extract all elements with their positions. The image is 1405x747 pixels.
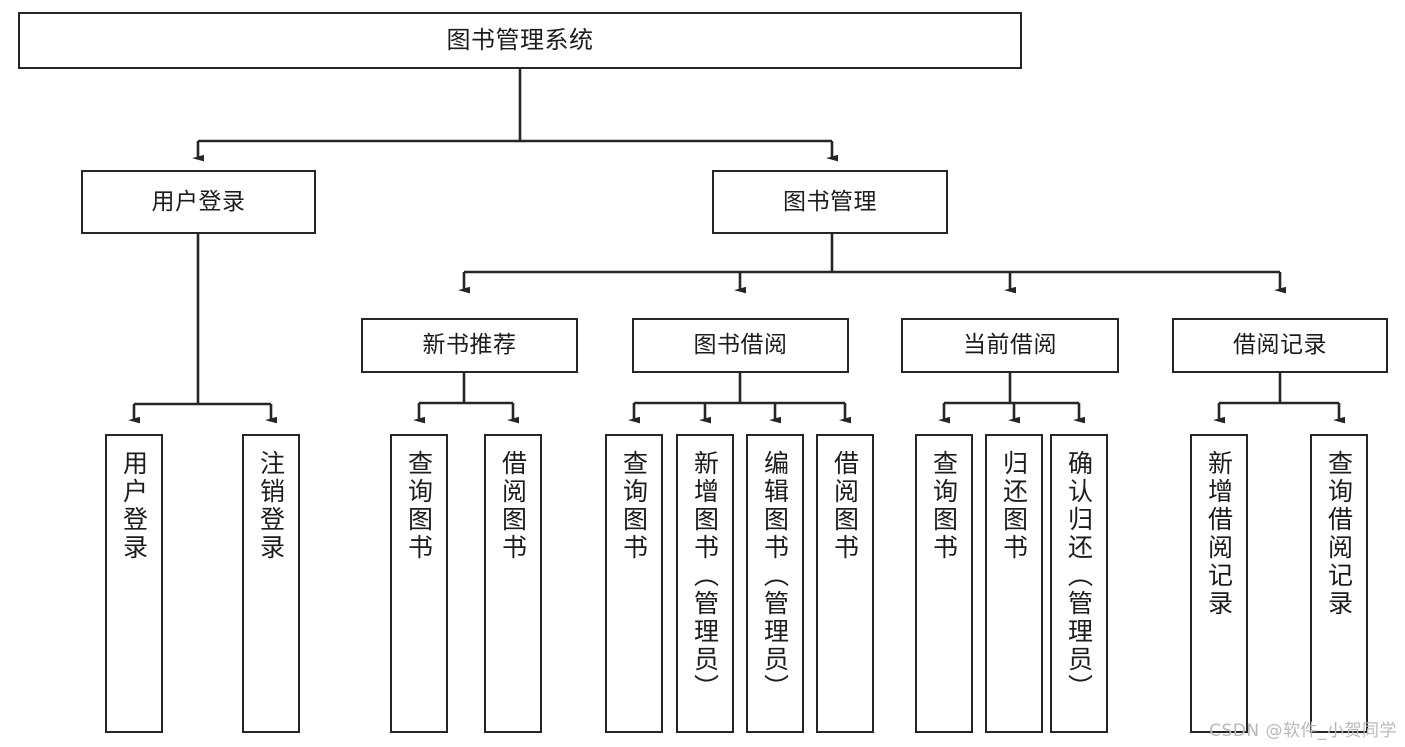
leaf-new-book-borrow[interactable]: 借阅图书 bbox=[484, 434, 542, 733]
node-book-borrow[interactable]: 图书借阅 bbox=[632, 318, 849, 373]
leaf-user-login-logout-label: 注销登录 bbox=[256, 450, 286, 562]
node-user-login-label: 用户登录 bbox=[151, 188, 246, 215]
leaf-book-borrow-query[interactable]: 查询图书 bbox=[605, 434, 663, 733]
node-current-borrow[interactable]: 当前借阅 bbox=[901, 318, 1119, 373]
leaf-book-borrow-edit-label: 编辑图书（管理员） bbox=[760, 450, 790, 702]
node-user-login[interactable]: 用户登录 bbox=[81, 170, 316, 234]
leaf-current-borrow-confirm[interactable]: 确认归还（管理员） bbox=[1050, 434, 1108, 733]
leaf-current-borrow-confirm-label: 确认归还（管理员） bbox=[1064, 450, 1094, 702]
leaf-borrow-record-query[interactable]: 查询借阅记录 bbox=[1310, 434, 1368, 733]
leaf-book-borrow-borrow[interactable]: 借阅图书 bbox=[816, 434, 874, 733]
leaf-book-borrow-add-label: 新增图书（管理员） bbox=[690, 450, 720, 702]
leaf-new-book-borrow-label: 借阅图书 bbox=[498, 450, 528, 562]
leaf-book-borrow-query-label: 查询图书 bbox=[619, 450, 649, 562]
node-root-system[interactable]: 图书管理系统 bbox=[18, 12, 1022, 69]
node-book-management-label: 图书管理 bbox=[783, 188, 877, 215]
leaf-user-login-login[interactable]: 用户登录 bbox=[105, 434, 163, 733]
node-book-management[interactable]: 图书管理 bbox=[712, 170, 948, 234]
leaf-book-borrow-edit[interactable]: 编辑图书（管理员） bbox=[746, 434, 804, 733]
leaf-user-login-logout[interactable]: 注销登录 bbox=[242, 434, 300, 733]
leaf-new-book-query-label: 查询图书 bbox=[404, 450, 434, 562]
leaf-user-login-login-label: 用户登录 bbox=[119, 450, 149, 562]
node-new-book-recommend-label: 新书推荐 bbox=[422, 332, 517, 359]
leaf-current-borrow-query[interactable]: 查询图书 bbox=[915, 434, 973, 733]
leaf-book-borrow-borrow-label: 借阅图书 bbox=[830, 450, 860, 562]
node-current-borrow-label: 当前借阅 bbox=[963, 332, 1057, 359]
leaf-book-borrow-add[interactable]: 新增图书（管理员） bbox=[676, 434, 734, 733]
leaf-current-borrow-return-label: 归还图书 bbox=[999, 450, 1029, 562]
leaf-borrow-record-add-label: 新增借阅记录 bbox=[1204, 450, 1234, 618]
leaf-borrow-record-add[interactable]: 新增借阅记录 bbox=[1190, 434, 1248, 733]
node-new-book-recommend[interactable]: 新书推荐 bbox=[361, 318, 578, 373]
node-root-label: 图书管理系统 bbox=[446, 25, 594, 54]
leaf-new-book-query[interactable]: 查询图书 bbox=[390, 434, 448, 733]
leaf-borrow-record-query-label: 查询借阅记录 bbox=[1324, 450, 1354, 618]
node-borrow-record-label: 借阅记录 bbox=[1233, 332, 1327, 359]
watermark: CSDN @软件_小贺同学 bbox=[1209, 721, 1397, 741]
leaf-current-borrow-return[interactable]: 归还图书 bbox=[985, 434, 1043, 733]
leaf-current-borrow-query-label: 查询图书 bbox=[929, 450, 959, 562]
node-borrow-record[interactable]: 借阅记录 bbox=[1172, 318, 1388, 373]
node-book-borrow-label: 图书借阅 bbox=[693, 332, 788, 359]
